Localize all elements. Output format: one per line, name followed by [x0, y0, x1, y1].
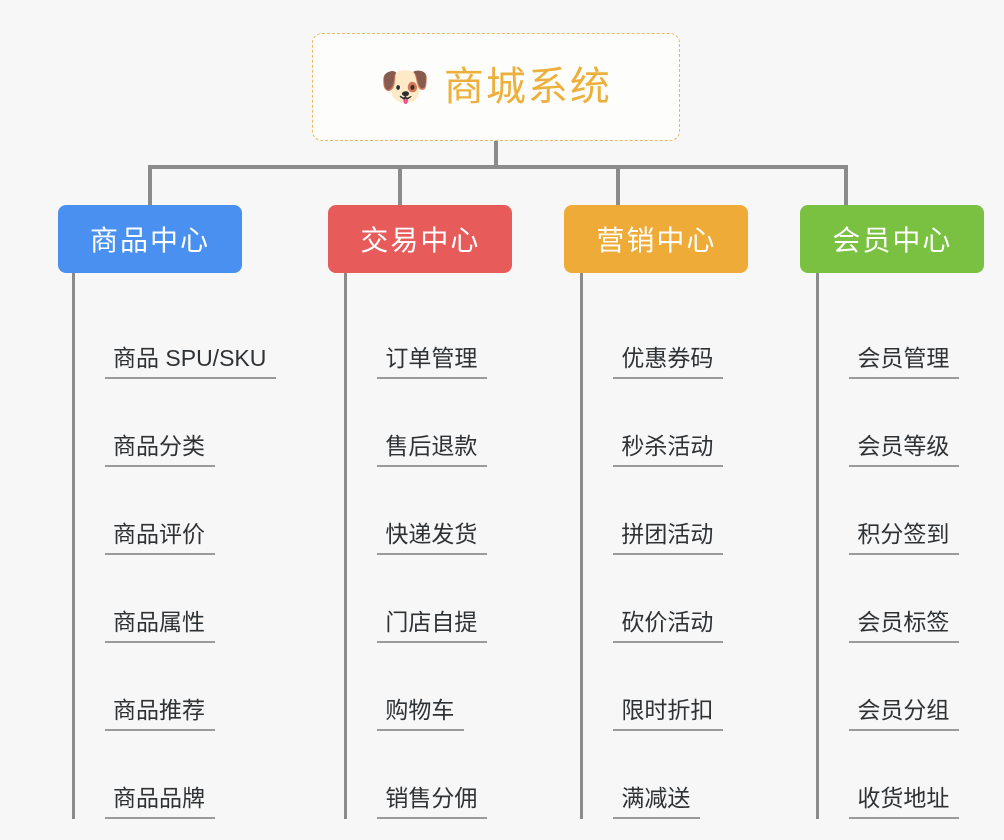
leaf-item[interactable]: 收货地址 — [819, 731, 960, 819]
leaf-item[interactable]: 销售分佣 — [347, 731, 488, 819]
leaf-item[interactable]: 商品评价 — [75, 467, 276, 555]
branch-header-label: 商品中心 — [89, 225, 210, 256]
leaf-list-goods: 商品 SPU/SKU 商品分类 商品评价 商品属性 商品推荐 商品品牌 — [72, 273, 277, 819]
leaf-item[interactable]: 快递发货 — [347, 467, 488, 555]
leaf-item[interactable]: 购物车 — [347, 643, 487, 731]
leaf-label: 会员管理 — [849, 346, 960, 379]
branch-header-label: 会员中心 — [832, 225, 953, 256]
leaf-item[interactable]: 商品属性 — [75, 555, 276, 643]
leaf-label: 商品推荐 — [105, 698, 215, 731]
leaf-label: 门店自提 — [377, 610, 488, 643]
branch-column-marketing: 营销中心 优惠券码 秒杀活动 拼团活动 砍价活动 限时折扣 — [564, 205, 749, 819]
leaf-label: 销售分佣 — [377, 786, 488, 819]
leaf-label: 会员标签 — [849, 610, 960, 643]
leaf-item[interactable]: 优惠券码 — [583, 291, 724, 379]
leaf-list-marketing: 优惠券码 秒杀活动 拼团活动 砍价活动 限时折扣 满减送 — [580, 273, 724, 819]
leaf-label: 商品 SPU/SKU — [105, 346, 277, 379]
leaf-label: 收货地址 — [849, 786, 960, 819]
leaf-item[interactable]: 会员管理 — [819, 291, 960, 379]
branch-columns: 商品中心 商品 SPU/SKU 商品分类 商品评价 商品属性 商品推荐 — [0, 205, 1004, 819]
connector-branch-marketing — [616, 165, 620, 205]
leaf-label: 商品品牌 — [105, 786, 215, 819]
leaf-label: 限时折扣 — [613, 698, 724, 731]
root-title: 商城系统 — [443, 65, 612, 109]
leaf-item[interactable]: 会员分组 — [819, 643, 960, 731]
leaf-label: 满减送 — [613, 786, 701, 819]
leaf-label: 拼团活动 — [613, 522, 724, 555]
connector-root-stem — [494, 141, 498, 169]
leaf-item[interactable]: 积分签到 — [819, 467, 960, 555]
leaf-item[interactable]: 售后退款 — [347, 379, 488, 467]
root-node[interactable]: 🐶 商城系统 — [312, 33, 680, 141]
shiba-dog-face-icon: 🐶 — [380, 65, 430, 109]
connector-horizontal-bus — [148, 165, 848, 169]
branch-header-marketing[interactable]: 营销中心 — [564, 205, 749, 273]
leaf-label: 快递发货 — [377, 522, 488, 555]
leaf-label: 订单管理 — [377, 346, 488, 379]
leaf-list-trade: 订单管理 售后退款 快递发货 门店自提 购物车 销售分佣 — [344, 273, 488, 819]
leaf-item[interactable]: 秒杀活动 — [583, 379, 724, 467]
leaf-item[interactable]: 门店自提 — [347, 555, 488, 643]
connector-branch-trade — [398, 165, 402, 205]
leaf-item[interactable]: 商品 SPU/SKU — [75, 291, 277, 379]
branch-header-label: 营销中心 — [596, 225, 717, 256]
branch-header-label: 交易中心 — [360, 225, 481, 256]
leaf-label: 积分签到 — [849, 522, 960, 555]
leaf-label: 砍价活动 — [613, 610, 724, 643]
leaf-label: 会员分组 — [849, 698, 960, 731]
leaf-label: 商品评价 — [105, 522, 215, 555]
leaf-item[interactable]: 拼团活动 — [583, 467, 724, 555]
leaf-list-member: 会员管理 会员等级 积分签到 会员标签 会员分组 收货地址 — [816, 273, 960, 819]
leaf-item[interactable]: 会员标签 — [819, 555, 960, 643]
leaf-item[interactable]: 满减送 — [583, 731, 723, 819]
connector-branch-member — [844, 165, 848, 205]
leaf-item[interactable]: 限时折扣 — [583, 643, 724, 731]
leaf-item[interactable]: 订单管理 — [347, 291, 488, 379]
leaf-item[interactable]: 商品推荐 — [75, 643, 276, 731]
leaf-label: 售后退款 — [377, 434, 488, 467]
leaf-label: 秒杀活动 — [613, 434, 724, 467]
connector-branch-goods — [148, 165, 152, 205]
leaf-label: 会员等级 — [849, 434, 960, 467]
branch-column-trade: 交易中心 订单管理 售后退款 快递发货 门店自提 购物车 — [328, 205, 513, 819]
branch-header-trade[interactable]: 交易中心 — [328, 205, 513, 273]
leaf-item[interactable]: 商品分类 — [75, 379, 276, 467]
leaf-item[interactable]: 砍价活动 — [583, 555, 724, 643]
branch-header-goods[interactable]: 商品中心 — [58, 205, 242, 273]
branch-header-member[interactable]: 会员中心 — [800, 205, 985, 273]
leaf-label: 优惠券码 — [613, 346, 724, 379]
leaf-label: 商品分类 — [105, 434, 215, 467]
branch-column-goods: 商品中心 商品 SPU/SKU 商品分类 商品评价 商品属性 商品推荐 — [58, 205, 277, 819]
leaf-item[interactable]: 商品品牌 — [75, 731, 276, 819]
leaf-label: 购物车 — [377, 698, 465, 731]
leaf-label: 商品属性 — [105, 610, 215, 643]
leaf-item[interactable]: 会员等级 — [819, 379, 960, 467]
branch-column-member: 会员中心 会员管理 会员等级 积分签到 会员标签 会员分组 — [800, 205, 985, 819]
